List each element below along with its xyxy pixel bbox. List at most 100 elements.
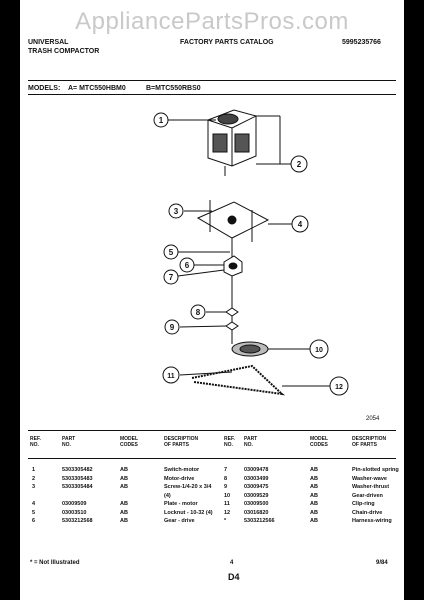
brand-title: UNIVERSAL TRASH COMPACTOR [28, 38, 99, 56]
svg-text:8: 8 [196, 308, 201, 317]
table-cell-part: 03003510 [62, 509, 87, 516]
table-cell-ref: 8 [224, 475, 228, 482]
models-rule [28, 94, 396, 95]
table-cell-part: 03009500 [244, 501, 269, 507]
table-cell-ref: 2 [32, 475, 36, 482]
model-b: B=MTC550RBS0 [146, 85, 201, 92]
col-ref-left: REF.NO. [30, 436, 41, 448]
figure-number: 2054 [366, 416, 380, 422]
table-cell-ref: 6 [32, 518, 36, 524]
svg-text:1: 1 [159, 116, 164, 125]
table-cell-code: AB [120, 484, 128, 490]
table-cell-part: 5303212568 [62, 518, 93, 524]
table-cell-part: 03009529 [244, 492, 269, 499]
brand-line: UNIVERSAL [28, 39, 69, 46]
svg-text:9: 9 [170, 323, 175, 332]
date-code: 9/84 [376, 560, 388, 566]
not-illustrated-note: * = Not Illustrated [30, 560, 80, 566]
table-cell-desc: Gear - drive [164, 518, 195, 524]
svg-text:11: 11 [167, 373, 175, 380]
page-marker: 4 [230, 560, 234, 566]
callout-balloons: 1 2 3 4 5 6 7 8 9 10 11 12 [153, 112, 349, 396]
table-cell-code: AB [310, 492, 318, 499]
table-cell-code: AB [120, 475, 128, 482]
table-cell-code: AB [120, 518, 128, 524]
table-cell-desc: Clip-ring [352, 501, 375, 507]
table-cell-code: AB [310, 484, 318, 490]
table-cell-part: 03009478 [244, 467, 269, 473]
table-cell-part: 5303305482 [62, 467, 93, 473]
svg-text:3: 3 [174, 207, 179, 216]
callout-7: 7 [163, 269, 179, 285]
table-cell-desc: Switch-motor [164, 467, 200, 473]
callout-1: 1 [153, 112, 169, 128]
exploded-parts-diagram: 1 2 3 4 5 6 7 8 9 10 11 12 2054 [153, 109, 380, 422]
col-ref-right: REF.NO. [224, 436, 235, 448]
model-a: A= MTC550HBM0 [68, 85, 126, 92]
table-cell-part: 5303305484 [62, 484, 93, 490]
table-cell-ref: 3 [32, 484, 36, 490]
callout-4: 4 [291, 215, 309, 233]
callout-5: 5 [163, 244, 179, 260]
table-cell-code: AB [310, 518, 318, 524]
callout-12: 12 [329, 376, 349, 396]
table-cell-code: AB [310, 467, 318, 473]
parts-catalog-page: AppliancePartsPros.com UNIVERSAL TRASH C… [20, 0, 404, 600]
table-cell-code: AB [120, 509, 128, 516]
table-cell-ref: 7 [224, 467, 228, 473]
svg-text:6: 6 [185, 261, 190, 270]
table-cell-desc: Screw-1/4-20 x 3/4 [164, 484, 212, 490]
table-cell-desc: (4) [164, 492, 171, 499]
table-cell-desc: Washer-wave [352, 475, 387, 482]
table-cell-ref: 10 [224, 492, 231, 499]
table-cell-code: AB [310, 509, 318, 516]
callout-10: 10 [309, 339, 329, 359]
callout-3: 3 [168, 203, 184, 219]
table-cell-ref: 9 [224, 484, 228, 490]
callout-2: 2 [290, 155, 308, 173]
table-cell-part: 03016820 [244, 509, 269, 516]
watermark: AppliancePartsPros.com [75, 8, 349, 35]
svg-text:4: 4 [298, 220, 303, 229]
callout-6: 6 [179, 257, 195, 273]
callout-11: 11 [162, 366, 180, 384]
table-cell-desc: Gear-driven [352, 492, 383, 499]
table-cell-code: AB [310, 475, 318, 482]
table-header-rule [28, 458, 396, 459]
table-cell-ref: 11 [224, 501, 230, 507]
svg-text:2: 2 [297, 160, 302, 169]
svg-text:12: 12 [335, 384, 343, 391]
table-cell-desc: Locknut - 10-32 (4) [164, 509, 213, 516]
svg-text:7: 7 [169, 273, 174, 282]
table-cell-ref: * [224, 518, 227, 524]
table-cell-code: AB [120, 501, 128, 507]
table-cell-code: AB [120, 467, 128, 473]
table-cell-code: AB [310, 501, 318, 507]
table-cell-part: 03009509 [62, 501, 87, 507]
table-cell-ref: 4 [32, 501, 36, 507]
table-cell-ref: 5 [32, 509, 36, 516]
table-cell-part: 03003499 [244, 475, 269, 482]
table-cell-desc: Motor-drive [164, 475, 195, 482]
callout-8: 8 [190, 304, 206, 320]
table-cell-ref: 1 [32, 467, 36, 473]
callout-9: 9 [164, 319, 180, 335]
catalog-title: FACTORY PARTS CATALOG [180, 39, 274, 46]
table-cell-part: 5303212566 [244, 518, 275, 524]
table-cell-desc: Harness-wiring [352, 518, 392, 524]
catalog-number: 5995235766 [342, 39, 381, 46]
table-cell-desc: Chain-drive [352, 509, 383, 516]
table-cell-desc: Washer-thrust [352, 484, 390, 490]
svg-text:5: 5 [169, 248, 174, 257]
page-number: D4 [228, 572, 240, 582]
product-line: TRASH COMPACTOR [28, 48, 100, 55]
table-cell-part: 5303305483 [62, 475, 93, 482]
header-rule [28, 80, 396, 81]
table-cell-part: 03009475 [244, 484, 269, 490]
